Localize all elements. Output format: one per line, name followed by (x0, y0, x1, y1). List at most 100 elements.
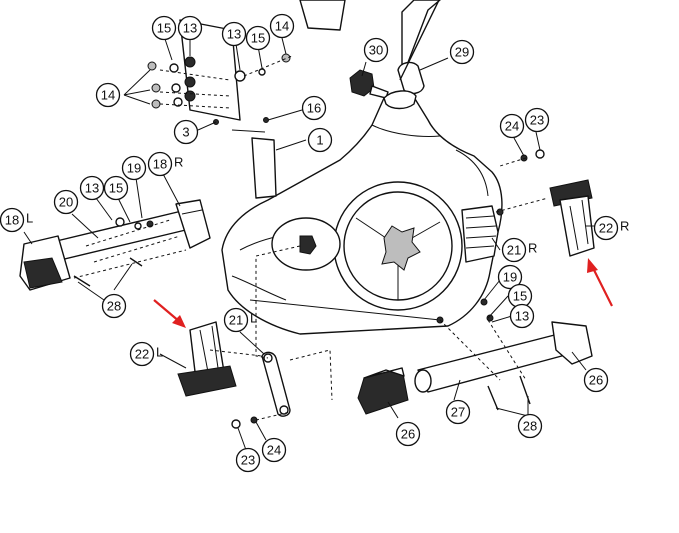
callout-c20: 20 (53, 189, 79, 215)
callout-number: 1 (316, 133, 323, 148)
callout-leaders (23, 35, 594, 451)
parts-artwork (19, 0, 595, 429)
rear-stabilizer (19, 199, 211, 291)
callout-circle (593, 215, 619, 241)
callout-c24a: 24 (499, 113, 525, 139)
callout-circle (235, 447, 261, 473)
crank-arm-left (261, 351, 291, 417)
callout-c15b: 15 (245, 25, 271, 51)
callout-c14b: 14 (95, 82, 121, 108)
callout-circle (177, 15, 203, 41)
callout-circle (499, 113, 525, 139)
callout-circle (497, 264, 523, 290)
callout-number: 18 (5, 213, 19, 228)
callout-c24b: 24 (261, 437, 287, 463)
hardware-bolts-washers (73, 53, 545, 429)
callout-circle (0, 207, 25, 233)
callout-circle (245, 25, 271, 51)
callout-number: 22 (599, 221, 613, 236)
callout-c18r: 18 R (147, 151, 183, 177)
callout-c23b: 23 (235, 447, 261, 473)
callout-c22r: 22 R (593, 215, 629, 241)
callout-c29: 29 (449, 39, 475, 65)
callout-circle (103, 175, 129, 201)
highlight-arrows (153, 258, 613, 328)
callout-circle (445, 399, 471, 425)
callout-circle (221, 21, 247, 47)
callout-number: 20 (59, 195, 73, 210)
callout-side-suffix: R (174, 155, 183, 170)
front-stabilizer (357, 321, 593, 415)
callout-circle (151, 15, 177, 41)
callout-c28a: 28 (101, 293, 127, 319)
callout-side-suffix: R (620, 219, 629, 234)
callout-number: 3 (182, 125, 189, 140)
tension-knob (349, 69, 389, 99)
callout-number: 26 (401, 427, 415, 442)
callout-circle (95, 82, 121, 108)
callout-number: 14 (101, 88, 115, 103)
callout-circle (269, 13, 295, 39)
callout-number: 30 (369, 43, 383, 58)
callout-side-suffix: L (156, 345, 163, 360)
callout-number: 29 (455, 45, 469, 60)
callout-c13a: 13 (177, 15, 203, 41)
callout-number: 15 (157, 21, 171, 36)
callout-c13b: 13 (221, 21, 247, 47)
callout-c14a: 14 (269, 13, 295, 39)
callout-c21l: 21 L (223, 307, 257, 333)
arrow-to-pedal-right (587, 258, 613, 307)
callout-circle (101, 293, 127, 319)
callout-number: 21 (507, 243, 521, 258)
pedal-left (177, 321, 237, 397)
callout-circle (129, 341, 155, 367)
callout-circle (307, 127, 333, 153)
callout-number: 13 (183, 21, 197, 36)
callout-circle (449, 39, 475, 65)
seat-post (397, 0, 441, 95)
callout-side-suffix: R (528, 241, 537, 256)
callout-circle (121, 155, 147, 181)
main-frame-body (221, 90, 503, 335)
callout-number: 19 (503, 270, 517, 285)
callout-circle (501, 237, 527, 263)
callout-c15d: 15 (507, 283, 533, 309)
callout-circle (395, 421, 421, 447)
callout-c28b: 28 (517, 413, 543, 439)
callout-number: 15 (251, 31, 265, 46)
callout-c19a: 19 (121, 155, 147, 181)
callout-c26a: 26 (583, 367, 609, 393)
callout-number: 27 (451, 405, 465, 420)
callout-circle (261, 437, 287, 463)
pedal-right (549, 179, 595, 257)
callout-number: 19 (127, 161, 141, 176)
callout-number: 18 (153, 157, 167, 172)
callout-circle (223, 307, 249, 333)
callout-c15a: 15 (151, 15, 177, 41)
callout-number: 14 (275, 19, 289, 34)
callout-circle (147, 151, 173, 177)
callout-circle (79, 175, 105, 201)
callout-number: 13 (227, 27, 241, 42)
callout-number: 26 (589, 373, 603, 388)
callout-number: 28 (523, 419, 537, 434)
callout-side-suffix: L (250, 311, 257, 326)
callout-circle (363, 37, 389, 63)
callout-number: 15 (109, 181, 123, 196)
callout-number: 13 (85, 181, 99, 196)
callout-c26b: 26 (395, 421, 421, 447)
callout-number: 28 (107, 299, 121, 314)
callout-circle (583, 367, 609, 393)
callout-c21r: 21 R (501, 237, 537, 263)
callout-number: 23 (530, 113, 544, 128)
callout-c27: 27 (445, 399, 471, 425)
callout-c13c: 13 (79, 175, 105, 201)
callout-c23a: 23 (524, 107, 550, 133)
callout-circle (53, 189, 79, 215)
callout-number: 21 (229, 313, 243, 328)
callout-circle (301, 95, 327, 121)
callout-c19b: 19 (497, 264, 523, 290)
